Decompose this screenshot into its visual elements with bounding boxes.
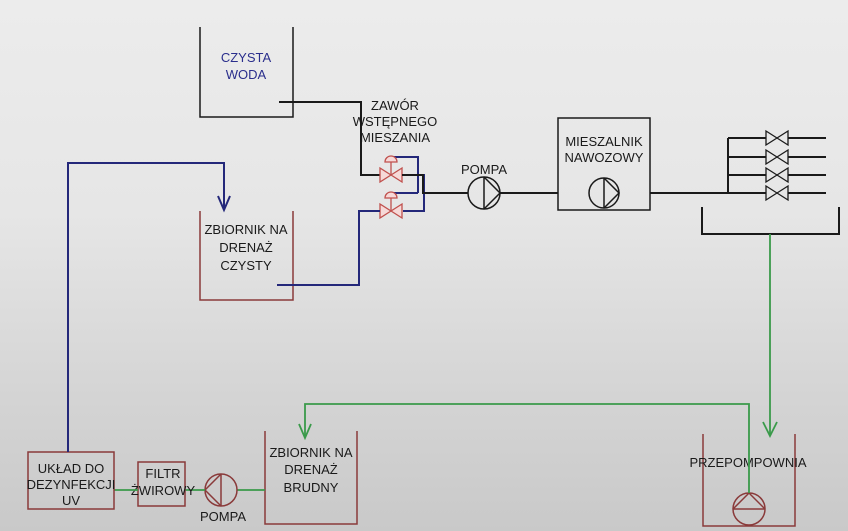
collection-tray — [701, 207, 840, 235]
bottom-pump-label: POMPA — [200, 509, 246, 524]
fertilizer-mixer[interactable]: MIESZALNIK NAWOZOWY — [557, 117, 651, 211]
premix-valve-label-2: WSTĘPNEGO — [353, 114, 438, 129]
gravel-filter[interactable]: FILTR ŻWIROWY — [131, 461, 196, 507]
uv-to-clean-tank-pipe — [67, 162, 225, 452]
premix-valve-label-3: MIESZANIA — [360, 130, 430, 145]
clean-drain-label-3: CZYSTY — [220, 258, 272, 273]
clean-drain-label-2: DRENAŻ — [219, 240, 273, 255]
dirty-drain-label-3: BRUDNY — [284, 480, 339, 495]
manifold-valve-2-icon[interactable] — [765, 148, 789, 166]
bottom-pump-icon[interactable] — [203, 473, 238, 507]
pumping-station-pump-icon[interactable] — [732, 491, 766, 526]
manifold-valve-4-icon[interactable] — [765, 184, 789, 202]
pumping-station-to-dirty-tank-pipe — [304, 403, 750, 493]
dirty-drain-label-1: ZBIORNIK NA — [269, 445, 352, 460]
premix-valve-label-1: ZAWÓR — [371, 98, 419, 113]
premix-valve-top-icon[interactable] — [379, 155, 403, 184]
clean-water-label-2: WODA — [226, 67, 267, 82]
main-pump-icon[interactable] — [467, 176, 502, 210]
filter-label-1: FILTR — [145, 466, 180, 481]
clean-tank-arrow-icon — [217, 195, 231, 213]
clean-drain-tank: ZBIORNIK NA DRENAŻ CZYSTY — [199, 211, 294, 301]
filter-label-2: ŻWIROWY — [131, 483, 196, 498]
uv-label-3: UV — [62, 493, 80, 508]
dirty-tank-arrow-icon — [298, 423, 312, 441]
mixer-label-1: MIESZALNIK — [565, 134, 643, 149]
dirty-drain-tank: ZBIORNIK NA DRENAŻ BRUDNY — [264, 431, 358, 525]
clean-tank-to-valve-pipe — [277, 210, 380, 286]
uv-label-2: DEZYNFEKCJI — [27, 477, 116, 492]
valve-control-line-blue — [391, 156, 419, 193]
manifold-valve-1-icon[interactable] — [765, 129, 789, 147]
clean-water-label-1: CZYSTA — [221, 50, 272, 65]
mixer-label-2: NAWOZOWY — [565, 150, 644, 165]
uv-disinfection-unit[interactable]: UKŁAD DO DEZYNFEKCJI UV — [27, 451, 116, 510]
distribution-manifold — [650, 137, 826, 194]
mixer-pump-icon — [588, 177, 621, 209]
manifold-valve-3-icon[interactable] — [765, 166, 789, 184]
premix-valve-bottom-icon[interactable] — [379, 191, 403, 220]
drain-arrow-icon — [762, 421, 778, 439]
uv-label-1: UKŁAD DO — [38, 461, 104, 476]
main-pump-label: POMPA — [461, 162, 507, 177]
clean-water-pipe — [279, 101, 380, 176]
dirty-drain-label-2: DRENAŻ — [284, 462, 338, 477]
clean-water-tank: CZYSTA WODA — [199, 27, 294, 118]
valve-outlet-pipe — [402, 174, 468, 194]
clean-drain-label-1: ZBIORNIK NA — [204, 222, 287, 237]
